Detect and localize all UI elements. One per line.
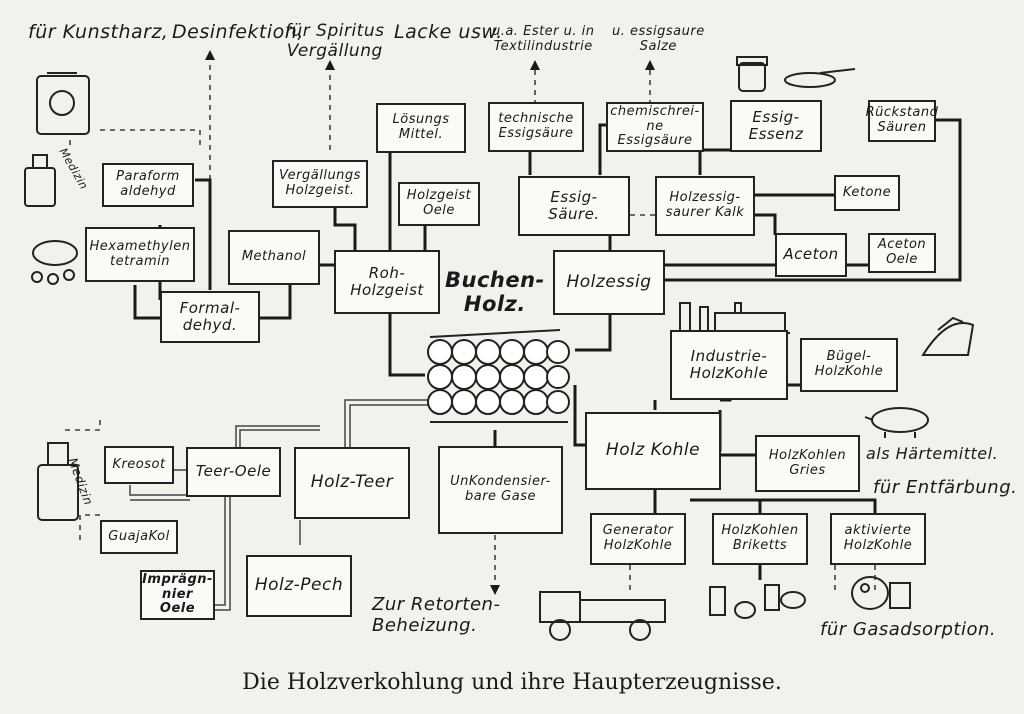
factory-icon [675,302,790,334]
gas-mask-icon [851,576,911,610]
top-label-lacke: Lacke usw. [394,21,503,43]
box-holzgeist-oele: Holzgeist Oele [398,182,480,226]
box-loesungsmittel: Lösungs Mittel. [376,103,466,153]
top-label-salze: u. essigsaure Salze [612,24,705,54]
soap-icon [31,240,78,285]
box-rueckstand: Rückstand Säuren [866,100,938,142]
top-label-desinfektion: Desinfektion, [172,21,304,43]
label-gasadsorption: für Gasadsorption. [820,619,997,640]
box-essig-essenz: Essig- Essenz [730,100,822,152]
top-label-spiritus: für Spiritus Vergällung [285,21,385,61]
box-methanol: Methanol [228,230,320,285]
box-holzessig: Holzessig [553,250,665,315]
box-aceton-oele: Aceton Oele [868,233,936,273]
box-rohholzgeist: Roh- Holzgeist [334,250,440,314]
top-label-kunstharz: für Kunstharz, [28,21,169,43]
box-hexamethylen: Hexamethylen tetramin [85,227,195,282]
fish-icon [784,68,856,88]
label-haertemittel: als Härtemittel. [866,444,999,463]
figure-caption: Die Holzverkohlung und ihre Haupterzeugn… [242,670,782,695]
label-entfaerbung: für Entfärbung. [873,477,1018,498]
box-aceton: Aceton [775,233,847,277]
box-holzkohle: Holz Kohle [585,412,721,490]
box-holz-pech: Holz-Pech [246,555,352,617]
box-techn-essig: technische Essigsäure [488,102,584,152]
box-unkondensierbare: UnKondensier- bare Gase [438,446,563,534]
box-guajakol: GuajaKol [100,520,178,554]
iron-icon [921,316,975,356]
truck-icon [539,591,666,641]
box-holzessigsaurer-kalk: Holzessig- saurer Kalk [655,176,755,236]
label-buchenholz: Buchen- Holz. [445,268,545,317]
box-teer-oele: Teer-Oele [186,447,281,497]
wood-pile-icon [427,329,570,423]
box-paraform: Paraform aldehyd [102,163,194,207]
box-chem-essig: chemischrei- ne Essigsäure [606,102,704,152]
briquettes-icon [709,584,806,619]
box-ketone: Ketone [834,175,900,211]
top-label-ester: u.a. Ester u. in Textilindustrie [492,24,595,54]
radio-icon [36,72,90,135]
box-formaldehyd: Formal- dehyd. [160,291,260,343]
box-generator: Generator HolzKohle [590,513,686,565]
box-vergaellungs: Vergällungs Holzgeist. [272,160,368,208]
box-essigsaeure: Essig- Säure. [518,176,630,236]
box-holz-teer: Holz-Teer [294,447,410,519]
label-retorten: Zur Retorten- Beheizung. [372,594,501,636]
jar-icon [736,56,768,92]
pig-icon [864,407,929,438]
box-holzkohlen-gries: HolzKohlen Gries [755,435,860,492]
box-impraegnier: Imprägn- nier Oele [140,570,215,620]
box-industrie-holzkohle: Industrie- HolzKohle [670,330,788,400]
medicine-bottle-icon [24,154,56,207]
box-aktivierte: aktivierte HolzKohle [830,513,926,565]
box-buegel-holzkohle: Bügel- HolzKohle [800,338,898,392]
box-briketts: HolzKohlen Briketts [712,513,808,565]
box-kreosot: Kreosot [104,446,174,484]
medicine-bottle-bottom-icon [37,442,79,521]
